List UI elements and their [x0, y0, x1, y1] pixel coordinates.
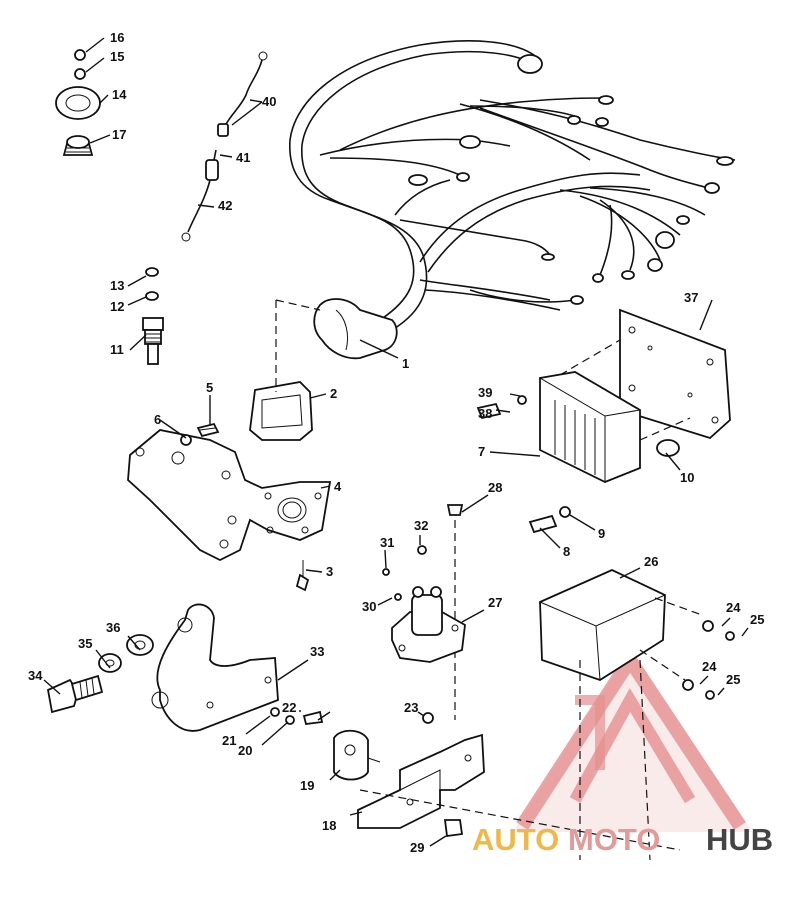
wiring-harness-1	[289, 40, 736, 360]
callout-42: 42	[218, 198, 232, 213]
rectifier-module-7	[539, 371, 680, 483]
callout-1: 1	[402, 356, 409, 371]
callout-30: 30	[362, 599, 376, 614]
callout-13: 13	[110, 278, 124, 293]
callout-24-bottom: 24	[702, 659, 717, 674]
callout-labels: 16 15 14 17 40 41 42 13 12 11 1 2 5 6 4 …	[28, 30, 764, 855]
callout-24-top: 24	[726, 600, 741, 615]
watermark-text: AUTO MOTO HUB	[472, 822, 773, 857]
watermark-part-1: AUTO	[472, 822, 559, 857]
callout-37: 37	[684, 290, 698, 305]
callout-6: 6	[154, 412, 161, 427]
callout-26: 26	[644, 554, 658, 569]
mounting-bracket-18	[357, 659, 681, 861]
cover-box-26	[539, 569, 735, 700]
callout-18: 18	[322, 818, 336, 833]
callout-7: 7	[478, 444, 485, 459]
callout-28: 28	[488, 480, 502, 495]
callout-11: 11	[110, 342, 124, 357]
screws-3-5-6	[180, 422, 310, 592]
callout-22: 22	[282, 700, 296, 715]
watermark-part-2: MOTO	[568, 822, 660, 857]
callout-40: 40	[262, 94, 276, 109]
callout-23: 23	[404, 700, 418, 715]
temperature-sender-11	[142, 267, 164, 365]
sender-assembly-14	[55, 49, 101, 156]
callout-15: 15	[110, 49, 124, 64]
watermark-logo	[513, 647, 752, 832]
callout-8: 8	[563, 544, 570, 559]
callout-38: 38	[478, 406, 492, 421]
watermark-part-3: HUB	[706, 822, 773, 857]
callout-20: 20	[238, 743, 252, 758]
callout-34: 34	[28, 668, 43, 683]
switch-19	[270, 707, 434, 781]
callout-29: 29	[410, 840, 424, 855]
callout-35: 35	[78, 636, 92, 651]
callout-39: 39	[478, 385, 492, 400]
heat-sink-plate-37	[559, 308, 731, 441]
callout-14: 14	[112, 87, 127, 102]
callout-9: 9	[598, 526, 605, 541]
callout-3: 3	[326, 564, 333, 579]
callout-17: 17	[112, 127, 126, 142]
callout-25-bottom: 25	[726, 672, 740, 687]
callout-31: 31	[380, 535, 394, 550]
callout-5: 5	[206, 380, 213, 395]
callout-4: 4	[334, 479, 342, 494]
callout-32: 32	[414, 518, 428, 533]
callout-36: 36	[106, 620, 120, 635]
callout-19: 19	[300, 778, 314, 793]
callout-41: 41	[236, 150, 250, 165]
callout-2: 2	[330, 386, 337, 401]
callout-10: 10	[680, 470, 694, 485]
sender-wire-40-42	[181, 51, 268, 242]
callout-12: 12	[110, 299, 124, 314]
harness-boot-2	[249, 299, 321, 441]
screws-8-9-38-39	[476, 395, 571, 534]
callout-25-top: 25	[750, 612, 764, 627]
solenoid-27	[382, 504, 466, 720]
mounting-plate-4	[127, 429, 332, 562]
callout-16: 16	[110, 30, 124, 45]
leader-lines	[43, 37, 749, 847]
callout-27: 27	[488, 595, 502, 610]
bracket-33	[46, 603, 279, 732]
callout-33: 33	[310, 644, 324, 659]
callout-21: 21	[222, 733, 236, 748]
